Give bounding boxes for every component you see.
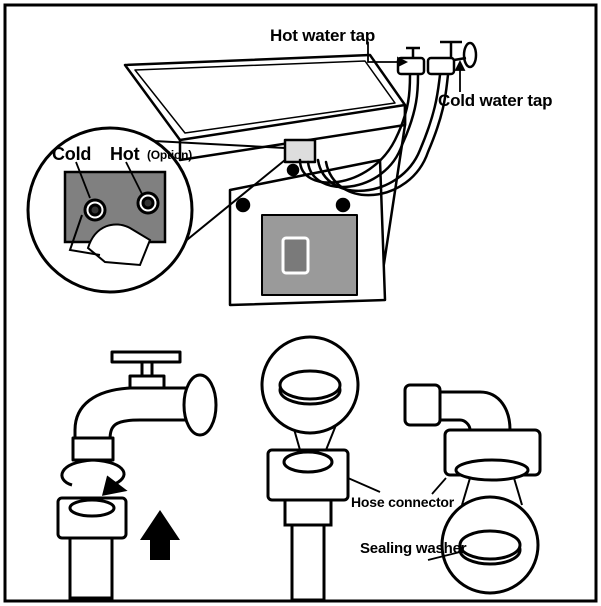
- cold-water-tap-label: Cold water tap: [438, 91, 553, 110]
- option-label: (Option): [147, 148, 193, 162]
- rotation-arrow: [60, 458, 128, 496]
- hose-connector-label: Hose connector: [351, 494, 454, 510]
- hot-water-tap-label: Hot water tap: [270, 26, 376, 45]
- washer-magnifier-right: [440, 477, 540, 595]
- faucet: [71, 350, 218, 462]
- valve-magnifier: [26, 126, 286, 294]
- washer-magnifier-middle: [260, 335, 360, 451]
- hot-tap-pointer: [367, 42, 398, 63]
- sealing-washer-pointer: [427, 551, 461, 561]
- sealing-washer-label: Sealing washer: [360, 540, 467, 557]
- washing-machine: [123, 53, 407, 307]
- hot-label: Hot: [110, 144, 140, 164]
- inlet-hoses: [298, 73, 450, 197]
- hose-left: [56, 496, 128, 600]
- cold-label: Cold: [52, 144, 92, 164]
- hose-connector-pointer: [347, 477, 381, 493]
- elbow-connector: [403, 383, 542, 482]
- water-taps: [396, 40, 478, 76]
- up-arrow: [140, 510, 180, 560]
- hose-connector-middle: [266, 448, 350, 602]
- inlet-valves: [283, 138, 317, 164]
